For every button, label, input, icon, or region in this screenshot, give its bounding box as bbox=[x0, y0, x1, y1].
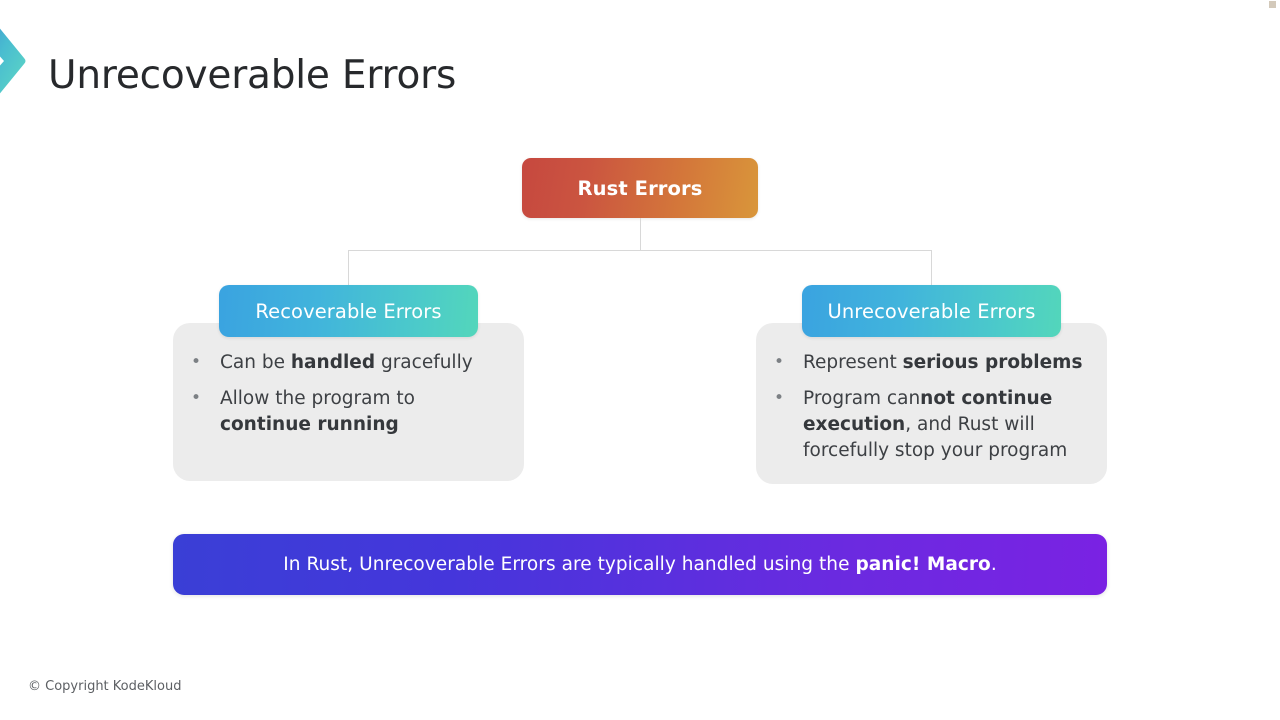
connector-horizontal bbox=[348, 250, 932, 252]
connector-drop-left bbox=[348, 250, 350, 286]
corner-marker bbox=[1269, 1, 1276, 8]
diagram-root-node: Rust Errors bbox=[522, 158, 758, 218]
list-item: Program cannot continue execution, and R… bbox=[769, 385, 1099, 464]
bullet-text-pre: Program can bbox=[803, 388, 921, 409]
list-item: Represent serious problems bbox=[769, 349, 1099, 376]
summary-banner-text: In Rust, Unrecoverable Errors are typica… bbox=[283, 554, 997, 575]
connector-drop-right bbox=[931, 250, 933, 286]
diagram-root-label: Rust Errors bbox=[577, 176, 703, 200]
summary-text-bold: panic! Macro bbox=[855, 554, 991, 575]
connector-stem-top bbox=[639, 218, 641, 251]
bullet-text-post: , and Rust will forcefully stop your pro… bbox=[803, 414, 1068, 461]
bullet-text-bold: not continue execution bbox=[803, 388, 1053, 435]
branch-header-unrecoverable: Unrecoverable Errors bbox=[802, 285, 1061, 337]
bullet-text-pre: Represent bbox=[803, 352, 903, 373]
page-title: Unrecoverable Errors bbox=[48, 53, 457, 98]
branch-bullets-unrecoverable: Represent serious problems Program canno… bbox=[769, 349, 1099, 474]
copyright-footer: © Copyright KodeKloud bbox=[28, 679, 182, 694]
bullet-text-pre: Allow the program to bbox=[220, 388, 415, 409]
bullet-text-pre: Can be bbox=[220, 352, 291, 373]
branch-header-recoverable: Recoverable Errors bbox=[219, 285, 478, 337]
bullet-text-post: gracefully bbox=[375, 352, 473, 373]
bullet-text-bold: handled bbox=[290, 352, 376, 373]
summary-banner: In Rust, Unrecoverable Errors are typica… bbox=[173, 534, 1107, 595]
bullet-text-bold: serious problems bbox=[902, 352, 1083, 373]
summary-text-post: . bbox=[990, 554, 997, 575]
summary-text-pre: In Rust, Unrecoverable Errors are typica… bbox=[283, 554, 856, 575]
branch-bullets-recoverable: Can be handled gracefully Allow the prog… bbox=[186, 349, 506, 448]
branch-header-label: Unrecoverable Errors bbox=[827, 299, 1036, 323]
branch-header-label: Recoverable Errors bbox=[255, 299, 442, 323]
list-item: Allow the program to continue running bbox=[186, 385, 506, 438]
list-item: Can be handled gracefully bbox=[186, 349, 506, 376]
bullet-text-bold: continue running bbox=[220, 414, 399, 435]
chevron-right-icon bbox=[0, 28, 26, 94]
